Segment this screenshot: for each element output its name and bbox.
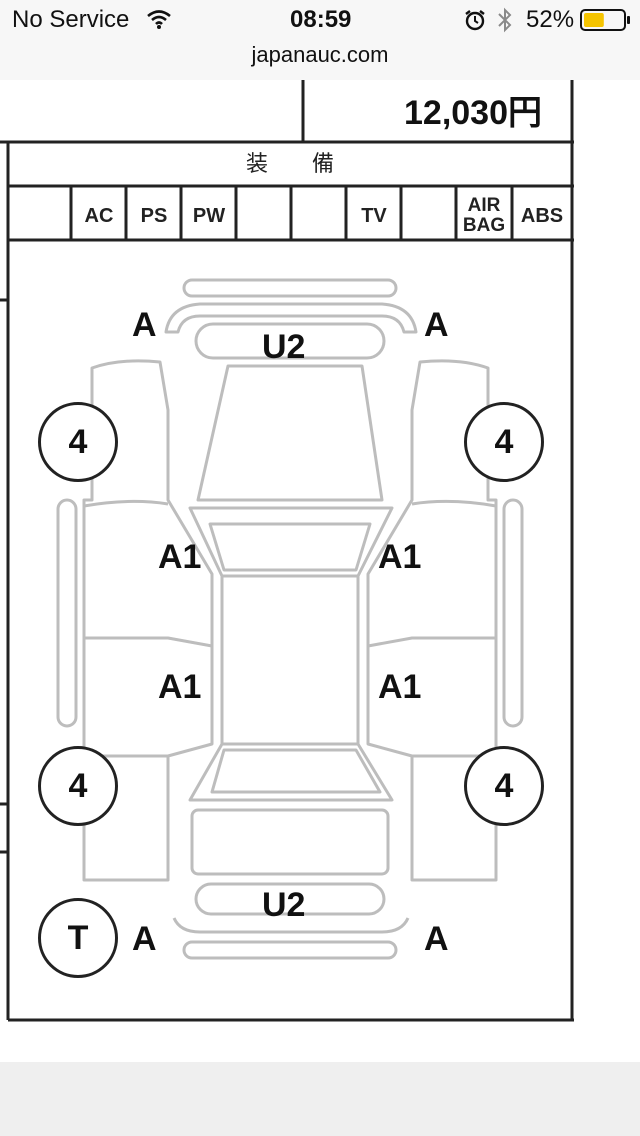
equipment-cell-ps: PS: [140, 204, 168, 227]
equipment-cell-abs: ABS: [520, 204, 564, 227]
rear-bumper-right-code: A: [424, 920, 449, 958]
front-bumper-right-code: A: [424, 306, 449, 344]
equipment-header: 装 備: [245, 151, 334, 176]
front-bumper-left-code: A: [132, 306, 157, 344]
carrier-label: No Service: [12, 6, 130, 33]
clock: 08:59: [290, 6, 352, 33]
tire-rear-left-circle: 4: [38, 746, 118, 826]
equipment-cell-pw: PW: [192, 204, 226, 227]
equipment-cell-ac: AC: [84, 204, 114, 227]
equipment-cell: [237, 192, 291, 240]
page-footer-area: [0, 1062, 640, 1136]
price-value: 12,030円: [404, 94, 542, 132]
wifi-icon: [146, 8, 172, 30]
battery-icon: [580, 9, 632, 31]
battery-level-fill: [584, 13, 604, 27]
battery-percent: 52%: [526, 6, 575, 33]
equipment-cell: [292, 192, 346, 240]
alarm-icon: [464, 9, 486, 31]
door-rear-left-code: A1: [158, 668, 202, 706]
tire-front-right-circle: 4: [464, 402, 544, 482]
equipment-cell-tv: TV: [361, 204, 387, 227]
rear-center-code: U2: [262, 886, 306, 924]
bluetooth-icon: [496, 7, 514, 33]
status-bar: No Service 08:59 52%: [0, 0, 640, 40]
address-bar[interactable]: japanauc.com: [0, 40, 640, 81]
rear-bumper-left-code: A: [132, 920, 157, 958]
door-front-right-code: A1: [378, 538, 422, 576]
door-rear-right-code: A1: [378, 668, 422, 706]
door-front-left-code: A1: [158, 538, 202, 576]
equipment-cell: [402, 192, 456, 240]
sheet-diagram: [0, 80, 574, 1022]
url-domain: japanauc.com: [251, 42, 389, 67]
tire-front-left-circle: 4: [38, 402, 118, 482]
spare-tire-circle: T: [38, 898, 118, 978]
equipment-cell: [10, 192, 70, 240]
tire-rear-right-circle: 4: [464, 746, 544, 826]
front-center-code: U2: [262, 328, 306, 366]
